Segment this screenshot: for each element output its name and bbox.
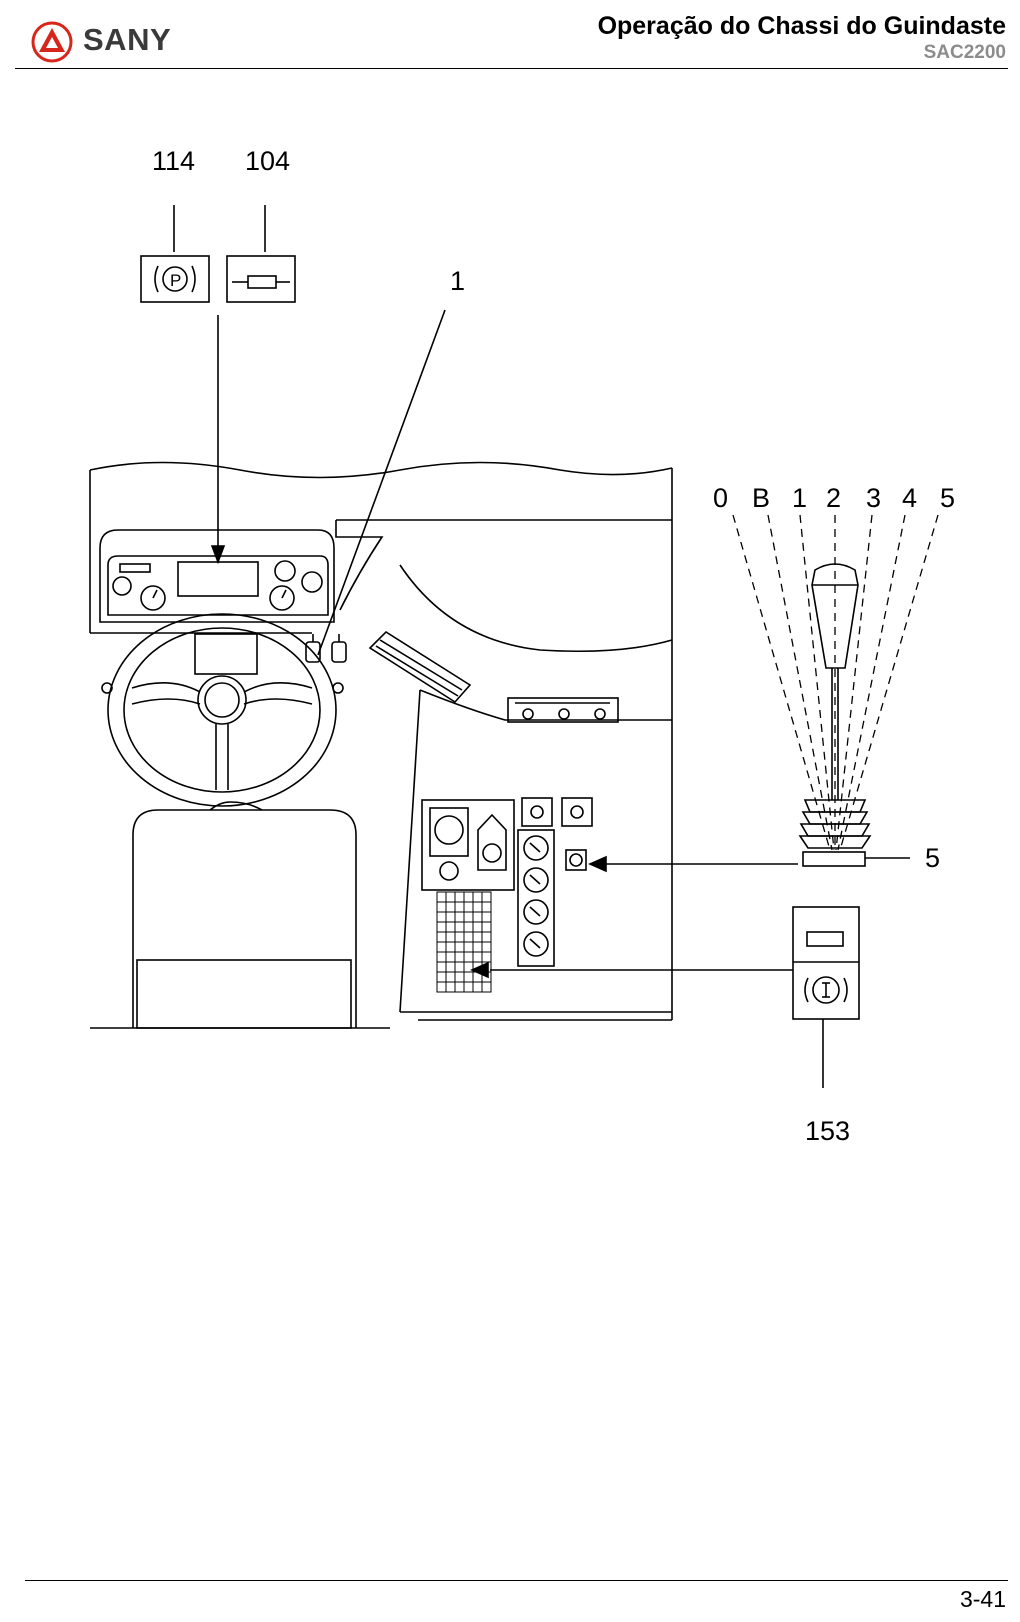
fuse-box-grid (436, 891, 492, 993)
callout-114: 114 (152, 146, 195, 176)
gear-position-labels: 0 B 1 2 3 4 5 (713, 483, 955, 513)
page-title: Operação do Chassi do Guindaste (597, 12, 1006, 40)
callout-1: 1 (450, 266, 465, 296)
gear-lever (732, 514, 939, 867)
glow-plug-indicator (226, 255, 296, 303)
header-divider (15, 68, 1008, 69)
brand-name: SANY (83, 22, 172, 57)
sany-logo (30, 20, 190, 64)
gear-label: 3 (866, 483, 881, 513)
sany-emblem-icon (31, 21, 73, 63)
gear-label: 2 (826, 483, 841, 513)
callout-104: 104 (245, 146, 290, 176)
switch-153-panel (792, 906, 860, 1020)
callout-5: 5 (925, 843, 940, 873)
page-number: 3-41 (959, 1586, 1006, 1612)
svg-text:P: P (170, 271, 181, 290)
callout-153: 153 (805, 1116, 850, 1146)
gear-label: 1 (792, 483, 807, 513)
gear-label: 0 (713, 483, 728, 513)
gear-label: B (752, 483, 770, 513)
parking-brake-indicator: P (140, 255, 210, 303)
gear-label: 4 (902, 483, 917, 513)
model-code: SAC2200 (923, 42, 1006, 63)
footer-divider (25, 1580, 1008, 1581)
cab-controls-drawing: 114 104 1 5 153 0 B 1 2 3 4 5 P (89, 146, 955, 1146)
gear-label: 5 (940, 483, 955, 513)
